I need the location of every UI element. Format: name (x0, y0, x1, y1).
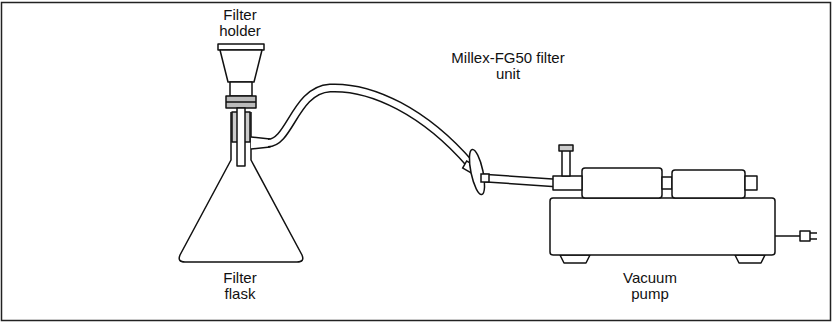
filter-holder (218, 44, 264, 108)
pump-valve (562, 150, 570, 176)
part-label: Filter holder (207, 7, 273, 39)
filter-unit (463, 148, 489, 195)
part-label: Filter flask (207, 270, 273, 302)
filter-disc (466, 148, 487, 195)
holder-base (230, 82, 252, 96)
vacuum-pump (550, 145, 817, 263)
filter-outlet (481, 174, 489, 182)
pump-foot (560, 255, 590, 263)
pump-shaft (662, 177, 672, 189)
part-label: Millex-FG50 filter unit (451, 50, 565, 82)
holder-clamp (226, 96, 256, 108)
figure-border (2, 3, 831, 321)
plug (800, 231, 810, 241)
pump-cap (745, 176, 757, 190)
pump-head (672, 170, 745, 198)
funnel-rim (218, 44, 264, 50)
pump-inlet (553, 176, 582, 190)
tube-outer (483, 178, 556, 183)
valve-knob (559, 145, 573, 151)
part-label: Vacuum pump (608, 270, 692, 302)
power-cord (775, 235, 800, 237)
pump-foot (735, 255, 765, 263)
tube-inner (483, 178, 556, 183)
tube-outer (268, 88, 470, 164)
pump-base (550, 198, 775, 255)
pump-motor (582, 168, 662, 198)
vacuum-tubing (268, 88, 556, 183)
plug-prongs (810, 233, 817, 239)
clamp-line (226, 101, 256, 103)
funnel-cup (220, 50, 262, 82)
tube-inner (268, 88, 470, 164)
side-arm (251, 137, 270, 149)
holder-stem (237, 108, 245, 166)
